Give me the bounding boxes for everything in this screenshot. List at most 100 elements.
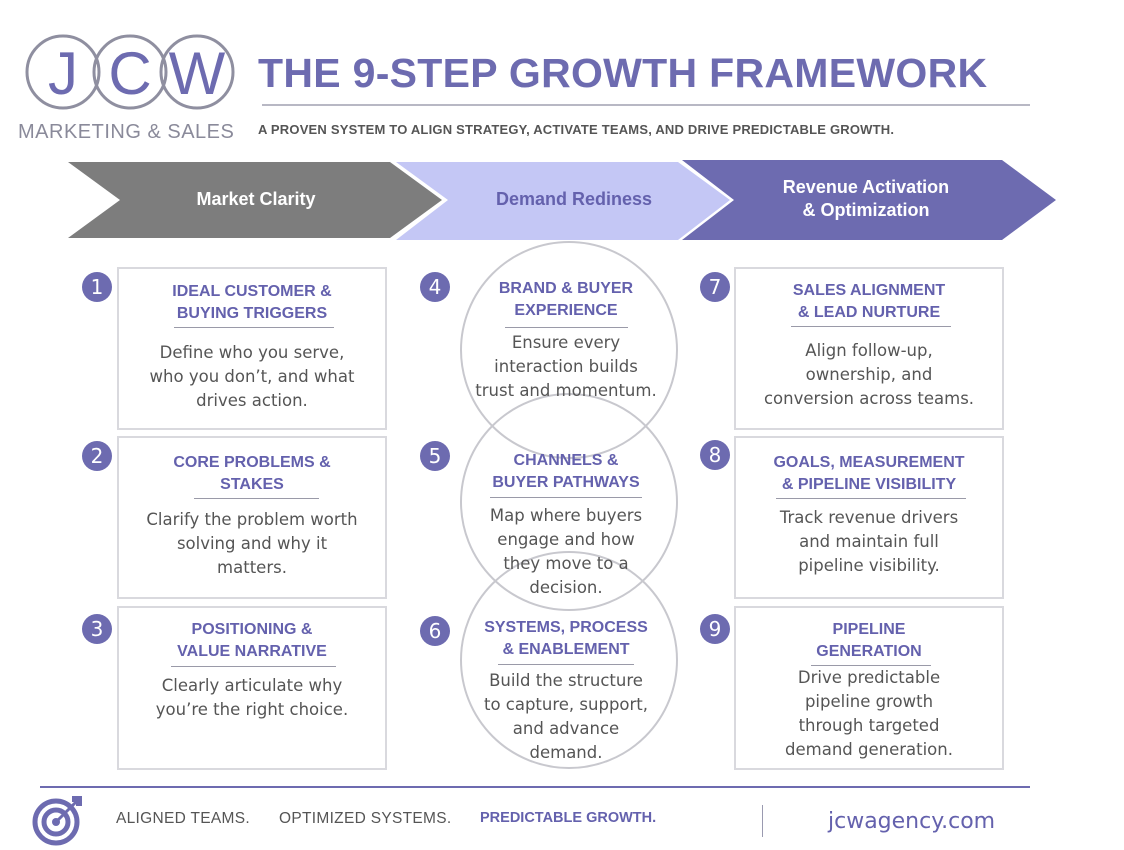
target-icon xyxy=(32,796,82,846)
step-title-8: GOALS, MEASUREMENT & PIPELINE VISIBILITY xyxy=(736,452,1002,496)
step-desc-line: pipeline visibility. xyxy=(798,556,940,575)
footer-divider xyxy=(40,786,1030,788)
step-title-line: CHANNELS & xyxy=(513,452,619,469)
footer-tag-optimized: OPTIMIZED SYSTEMS. xyxy=(279,810,452,827)
step-card-7: SALES ALIGNMENT & LEAD NURTURE Align fol… xyxy=(734,267,1004,430)
step-title-line: STAKES xyxy=(220,476,284,493)
phase-label-demand-rediness: Demand Rediness xyxy=(495,189,653,209)
step-desc-line: drives action. xyxy=(196,391,308,410)
step-title-rule xyxy=(490,497,642,498)
logo-letter-j: J xyxy=(48,40,78,107)
page-title: THE 9-STEP GROWTH FRAMEWORK xyxy=(258,50,988,96)
step-desc-line: Align follow-up, xyxy=(805,341,933,360)
step-desc-line: decision. xyxy=(529,578,603,597)
step-desc-line: solving and why it xyxy=(176,534,328,553)
step-title-line: PIPELINE xyxy=(832,621,906,638)
step-desc-line: conversion across teams. xyxy=(763,389,975,408)
step-desc-line: and maintain full xyxy=(799,532,939,551)
step-desc-line: through targeted xyxy=(798,716,940,735)
step-number-3: 3 xyxy=(82,614,112,644)
step-title-line: VALUE NARRATIVE xyxy=(177,643,327,660)
step-desc-2: Clarify the problem worth solving and wh… xyxy=(119,508,385,580)
step-title-line: POSITIONING & xyxy=(191,621,313,638)
step-title-rule xyxy=(811,665,931,666)
step-desc-line: Clarify the problem worth xyxy=(146,510,358,529)
step-title-line: GENERATION xyxy=(816,643,922,660)
step-title-3: POSITIONING & VALUE NARRATIVE xyxy=(119,619,385,663)
step-desc-5: Map where buyers engage and how they mov… xyxy=(458,504,674,600)
step-desc-4: Ensure every interaction builds trust an… xyxy=(458,331,674,403)
step-number-4: 4 xyxy=(420,272,450,302)
title-divider xyxy=(262,104,1030,106)
step-desc-line: Track revenue drivers xyxy=(779,508,959,527)
step-title-rule xyxy=(791,326,951,327)
step-card-3: POSITIONING & VALUE NARRATIVE Clearly ar… xyxy=(117,606,387,770)
step-title-7: SALES ALIGNMENT & LEAD NURTURE xyxy=(736,280,1002,324)
step-desc-line: Build the structure xyxy=(489,671,643,690)
footer-website-link[interactable]: jcwagency.com xyxy=(828,809,996,834)
step-title-line: & LEAD NURTURE xyxy=(797,304,941,321)
step-title-6: SYSTEMS, PROCESS & ENABLEMENT xyxy=(464,617,668,661)
phase-label-revenue-activation: Revenue Activation & Optimization xyxy=(736,176,996,222)
logo-letter-c: C xyxy=(108,40,151,107)
step-desc-line: ownership, and xyxy=(805,365,933,384)
step-desc-line: Clearly articulate why xyxy=(161,676,343,695)
step-title-line: CORE PROBLEMS & xyxy=(173,454,331,471)
step-number-9: 9 xyxy=(700,614,730,644)
phase-label-market-clarity: Market Clarity xyxy=(196,189,316,209)
step-desc-9: Drive predictable pipeline growth throug… xyxy=(736,666,1002,762)
phase-label-line: & Optimization xyxy=(802,200,930,220)
step-title-rule xyxy=(498,664,634,665)
step-title-rule xyxy=(171,666,336,667)
step-title-line: EXPERIENCE xyxy=(514,302,618,319)
step-desc-line: Ensure every xyxy=(511,333,621,352)
step-title-line: BRAND & BUYER xyxy=(498,280,634,297)
middle-circles xyxy=(460,241,678,769)
phase-arrows xyxy=(68,160,1056,240)
step-title-1: IDEAL CUSTOMER & BUYING TRIGGERS xyxy=(119,281,385,325)
step-desc-line: who you don’t, and what xyxy=(149,367,355,386)
step-card-8: GOALS, MEASUREMENT & PIPELINE VISIBILITY… xyxy=(734,436,1004,599)
step-desc-7: Align follow-up, ownership, and conversi… xyxy=(736,339,1002,411)
footer-tag-aligned: ALIGNED TEAMS. xyxy=(116,810,250,827)
step-title-rule xyxy=(194,498,319,499)
step-desc-line: demand generation. xyxy=(785,740,953,759)
step-title-line: SALES ALIGNMENT xyxy=(792,282,946,299)
step-title-line: BUYER PATHWAYS xyxy=(492,474,640,491)
step-desc-line: Drive predictable xyxy=(797,668,941,687)
step-number-5: 5 xyxy=(420,441,450,471)
step-desc-line: Map where buyers xyxy=(489,506,643,525)
step-desc-line: matters. xyxy=(217,558,287,577)
step-desc-3: Clearly articulate why you’re the right … xyxy=(119,674,385,722)
jcw-logo: J C W xyxy=(25,34,235,110)
phase-arrow-revenue-activation xyxy=(682,160,1056,240)
step-card-1: IDEAL CUSTOMER & BUYING TRIGGERS Define … xyxy=(117,267,387,430)
step-title-9: PIPELINE GENERATION xyxy=(736,619,1002,663)
step-title-line: IDEAL CUSTOMER & xyxy=(172,283,332,300)
step-desc-line: trust and momentum. xyxy=(475,381,657,400)
step-card-2: CORE PROBLEMS & STAKES Clarify the probl… xyxy=(117,436,387,599)
step-desc-line: demand. xyxy=(529,743,603,762)
step-title-rule xyxy=(505,327,628,328)
step-circle-5 xyxy=(460,393,678,611)
step-title-rule xyxy=(174,327,334,328)
step-title-line: & PIPELINE VISIBILITY xyxy=(781,476,957,493)
step-number-1: 1 xyxy=(82,272,112,302)
step-title-4: BRAND & BUYER EXPERIENCE xyxy=(470,278,662,322)
step-desc-line: Define who you serve, xyxy=(159,343,345,362)
step-circle-6 xyxy=(460,551,678,769)
logo-subtitle: MARKETING & SALES xyxy=(18,121,235,143)
logo-letter-w: W xyxy=(169,40,226,107)
step-title-5: CHANNELS & BUYER PATHWAYS xyxy=(466,450,666,494)
footer-tag-predictable: PREDICTABLE GROWTH. xyxy=(480,810,657,826)
step-desc-line: pipeline growth xyxy=(804,692,934,711)
step-desc-line: and advance xyxy=(512,719,620,738)
footer-separator xyxy=(762,805,763,837)
step-desc-line: they move to a xyxy=(503,554,629,573)
step-title-line: BUYING TRIGGERS xyxy=(176,305,328,322)
page-subtitle: A PROVEN SYSTEM TO ALIGN STRATEGY, ACTIV… xyxy=(258,122,895,137)
step-title-line: & ENABLEMENT xyxy=(502,641,630,658)
step-desc-6: Build the structure to capture, support,… xyxy=(458,669,674,765)
step-desc-1: Define who you serve, who you don’t, and… xyxy=(119,341,385,413)
step-title-line: GOALS, MEASUREMENT xyxy=(773,454,965,471)
